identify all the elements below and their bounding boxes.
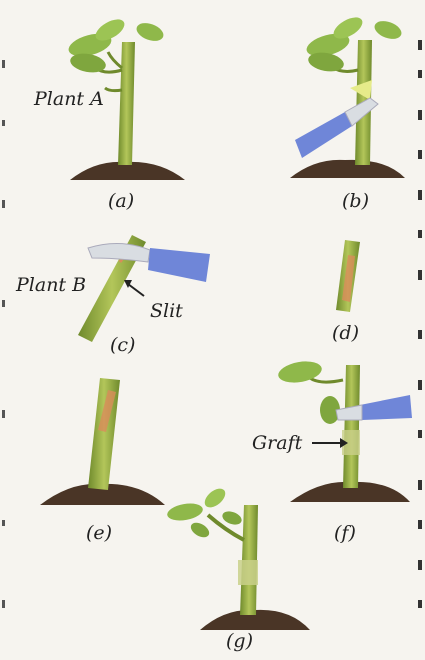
knife-handle — [360, 395, 412, 420]
panel-g-grown — [166, 485, 310, 630]
leaf-icon — [201, 485, 228, 511]
panel-e-rootstock — [40, 378, 165, 505]
leaf-icon — [134, 20, 166, 45]
caption-g: (g) — [226, 630, 253, 652]
knife-blade — [336, 405, 362, 420]
panel-b-cutting — [290, 13, 405, 178]
panel-d-scion — [336, 240, 360, 312]
slit-arrow — [128, 284, 144, 296]
stem — [343, 365, 360, 488]
page-edge-marks-right — [418, 40, 422, 608]
caption-c: (c) — [110, 334, 135, 356]
label-plant-b: Plant B — [16, 274, 86, 296]
knife-handle — [295, 112, 352, 158]
caption-e: (e) — [86, 522, 112, 544]
page-edge-marks — [2, 60, 5, 608]
label-slit: Slit — [150, 300, 183, 322]
caption-f: (f) — [334, 522, 356, 544]
caption-d: (d) — [332, 322, 359, 344]
leaf-icon — [188, 520, 211, 540]
panel-f-graft — [277, 358, 412, 502]
panel-c-slit — [78, 235, 210, 342]
leaf-icon — [221, 509, 244, 527]
label-plant-a: Plant A — [34, 88, 104, 110]
soil-mound — [290, 160, 405, 178]
graft-joint — [238, 560, 258, 585]
caption-a: (a) — [108, 190, 134, 212]
leaf-icon — [372, 18, 404, 43]
caption-b: (b) — [342, 190, 369, 212]
label-graft: Graft — [252, 432, 302, 454]
stem — [118, 42, 135, 165]
knife-handle — [148, 248, 210, 282]
leaf-icon — [166, 501, 204, 523]
